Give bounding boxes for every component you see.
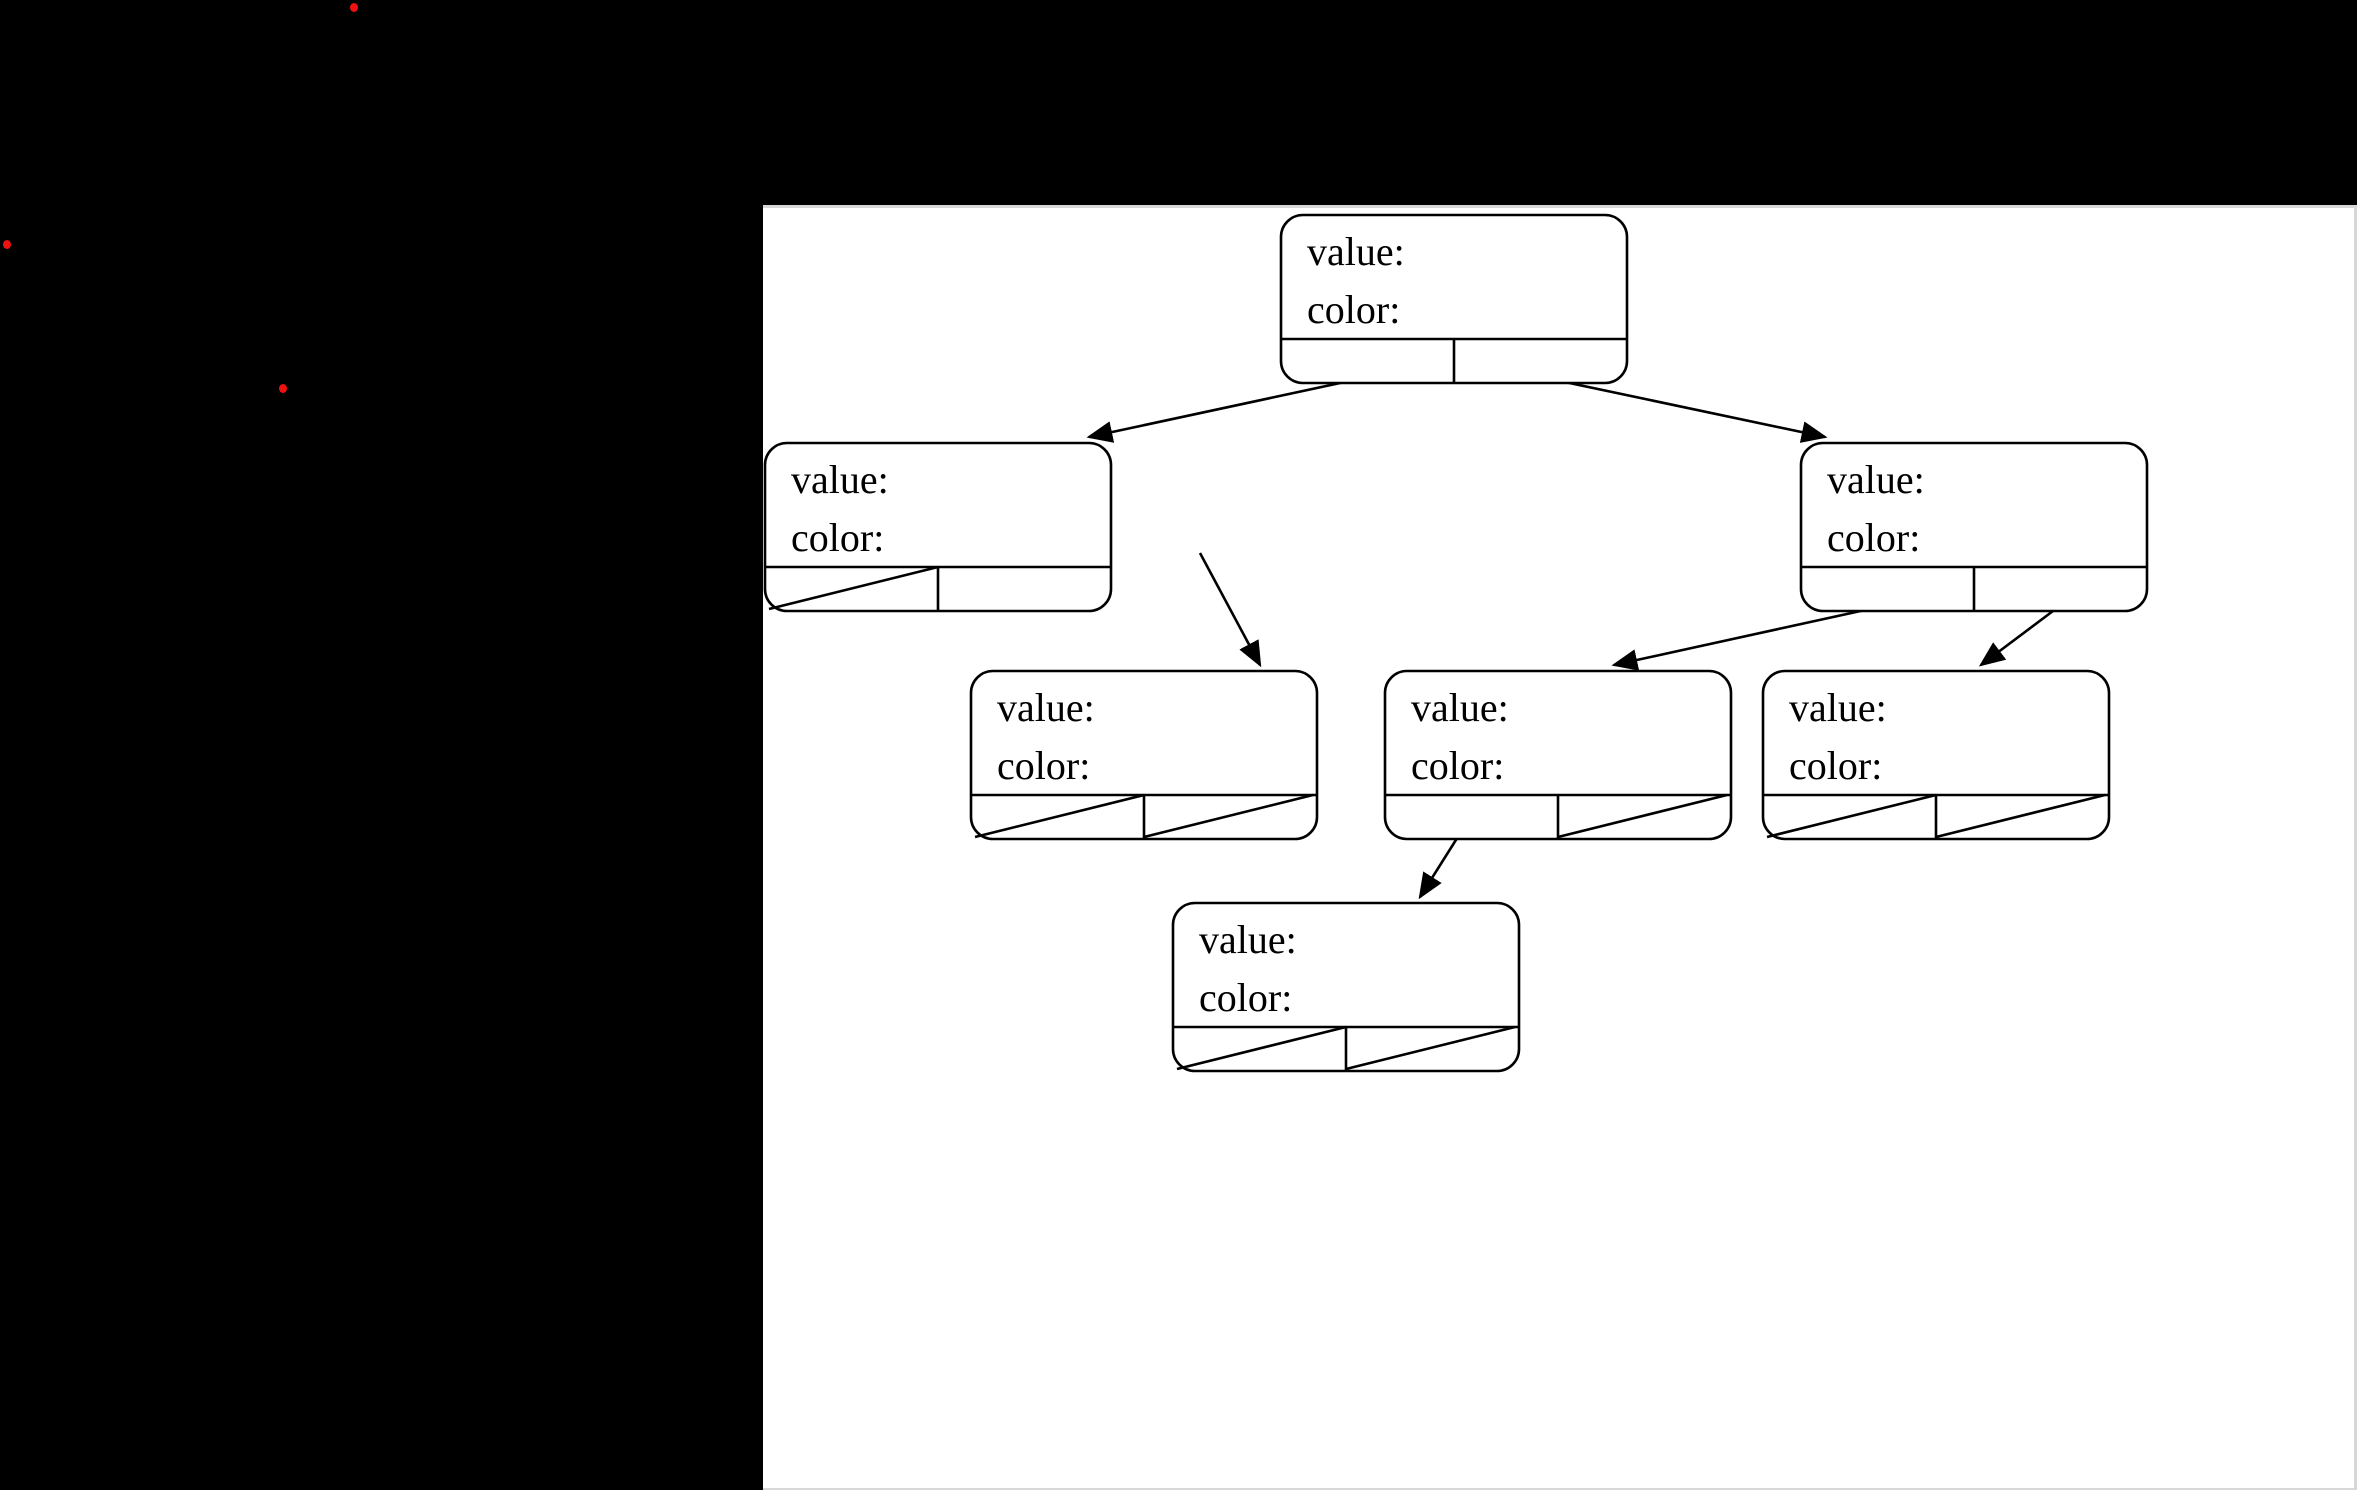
tree-node-right-left-left[interactable]: value: color: <box>1171 901 1521 1073</box>
panel-top-border <box>763 205 2357 208</box>
tree-node-right-right[interactable]: value: color: <box>1761 669 2111 841</box>
node-color-label: color: <box>1199 975 1292 1020</box>
tree-node-left[interactable]: value: color: <box>763 441 1113 613</box>
tree-node-right-left[interactable]: value: color: <box>1383 669 1733 841</box>
null-pointer-slash-right <box>1143 793 1314 839</box>
edge-right-to-right-left <box>1611 603 1889 671</box>
node-color-label: color: <box>1827 515 1920 560</box>
node-value-label: value: <box>997 685 1095 730</box>
diagram-viewport[interactable]: value:color:value:color:value:color:valu… <box>763 205 2357 1490</box>
node-value-label: value: <box>1199 917 1297 962</box>
panel-bottom-border <box>763 1488 2357 1490</box>
node-value-label: value: <box>1789 685 1887 730</box>
node-color-label: color: <box>1411 743 1504 788</box>
node-color-label: color: <box>1789 743 1882 788</box>
edge-root-to-left <box>1086 375 1369 443</box>
node-color-label: color: <box>791 515 884 560</box>
node-value-label: value: <box>1827 457 1925 502</box>
edge-left-to-left-right <box>1198 552 1262 668</box>
tree-node-root[interactable]: value: color: <box>1279 213 1629 385</box>
node-color-label: color: <box>1307 287 1400 332</box>
tree-node-left-right[interactable]: value: color: <box>969 669 1319 841</box>
null-pointer-slash-right <box>1935 793 2106 839</box>
null-pointer-slash-left <box>974 793 1145 839</box>
null-pointer-slash-left <box>768 565 939 611</box>
cursor-marker-dot <box>350 3 358 12</box>
null-pointer-slash-right <box>1557 793 1728 839</box>
edge-root-to-right <box>1540 375 1828 443</box>
null-pointer-slash-left <box>1176 1025 1347 1071</box>
edge-right-to-right-right <box>1978 603 2062 667</box>
tree-diagram: value:color:value:color:value:color:valu… <box>763 213 2149 1073</box>
null-pointer-slash-right <box>1345 1025 1516 1071</box>
node-value-label: value: <box>1411 685 1509 730</box>
null-pointer-slash-left <box>1766 793 1937 839</box>
nodes-layer: value:color:value:color:value:color:valu… <box>763 213 2149 1073</box>
cursor-marker-dot <box>279 384 287 393</box>
node-color-label: color: <box>997 743 1090 788</box>
node-value-label: value: <box>1307 229 1405 274</box>
tree-node-right[interactable]: value: color: <box>1799 441 2149 613</box>
cursor-marker-dot <box>3 240 11 249</box>
node-value-label: value: <box>791 457 889 502</box>
panel-right-border <box>2354 205 2357 1490</box>
